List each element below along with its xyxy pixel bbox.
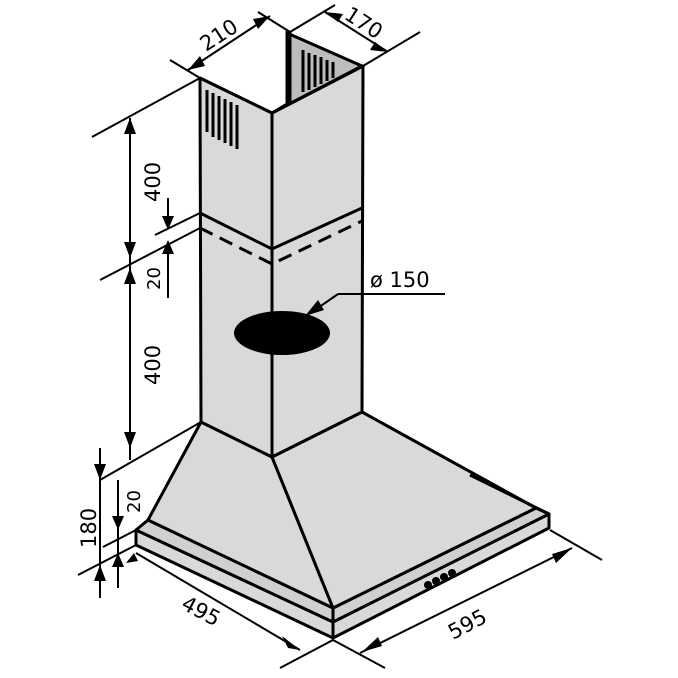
label-rim-height: 20 bbox=[124, 490, 145, 513]
chimney bbox=[198, 30, 366, 459]
vent-slots-side bbox=[205, 90, 239, 149]
air-outlet bbox=[234, 311, 330, 355]
dimension-lines bbox=[77, 4, 603, 669]
label-chimney-width: 170 bbox=[340, 2, 387, 44]
chimney-joint-line bbox=[199, 206, 363, 251]
chimney-overlap-dashed bbox=[199, 219, 363, 266]
label-hood-depth: 495 bbox=[178, 591, 225, 631]
label-lower-chimney-height: 400 bbox=[141, 345, 165, 385]
label-canopy-height: 180 bbox=[77, 508, 101, 548]
control-buttons[interactable] bbox=[424, 569, 456, 589]
button-icon[interactable] bbox=[424, 581, 432, 589]
vent-slots-back bbox=[301, 50, 335, 92]
button-icon[interactable] bbox=[448, 569, 456, 577]
chimney-right-face bbox=[270, 64, 365, 459]
button-icon[interactable] bbox=[432, 577, 440, 585]
label-outlet-diameter: ø 150 bbox=[370, 268, 430, 292]
button-icon[interactable] bbox=[440, 573, 448, 581]
label-chimney-overlap: 20 bbox=[144, 267, 165, 290]
label-hood-width: 595 bbox=[444, 604, 491, 644]
label-upper-chimney-height: 400 bbox=[141, 162, 165, 202]
